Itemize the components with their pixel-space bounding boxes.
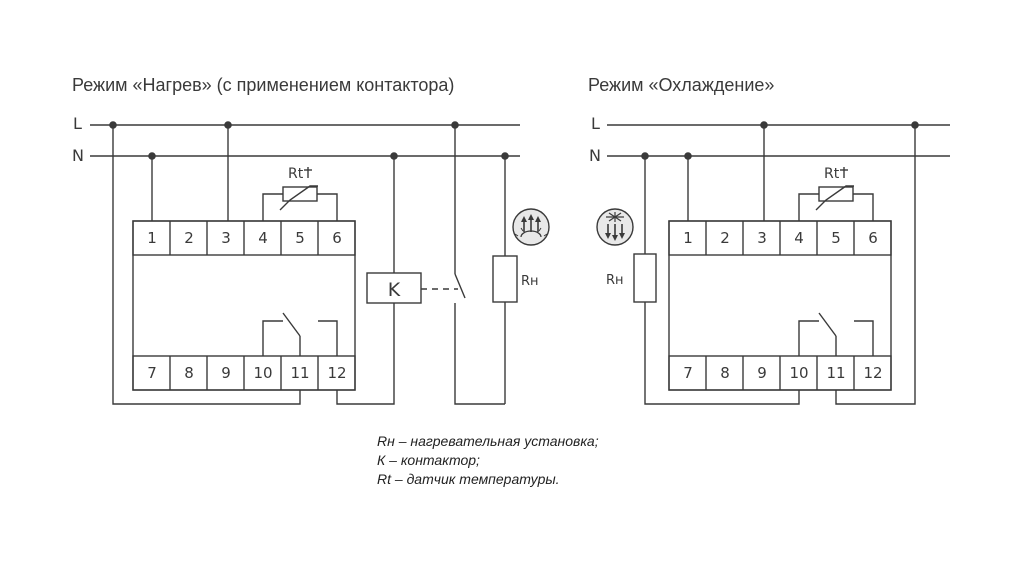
contactor-label: K bbox=[388, 279, 401, 301]
cooling-junction-dots bbox=[641, 121, 919, 160]
heating-junction-dots bbox=[109, 121, 509, 160]
cooling-terminal-10: 10 bbox=[789, 364, 808, 382]
cooling-terminal-6: 6 bbox=[868, 229, 878, 247]
heating-terminal-2: 2 bbox=[184, 229, 194, 247]
cooling-diagram: Режим «Охлаждение» L N 1 2 3 4 5 6 bbox=[588, 75, 950, 405]
heating-heater-label: Rн bbox=[521, 274, 539, 289]
legend-item-heater: Rн – нагревательная установка; bbox=[377, 433, 599, 449]
heating-terminal-3: 3 bbox=[221, 229, 231, 247]
heating-terminal-9: 9 bbox=[221, 364, 231, 382]
heating-terminal-11: 11 bbox=[290, 364, 309, 382]
heating-terminal-12: 12 bbox=[327, 364, 346, 382]
legend-item-contactor: К – контактор; bbox=[377, 452, 480, 468]
contactor-contact bbox=[454, 125, 505, 405]
cooling-terminal-3: 3 bbox=[757, 229, 767, 247]
heating-mode-icon bbox=[512, 208, 550, 246]
contactor-coil: K bbox=[366, 272, 422, 304]
cooling-mode-icon bbox=[596, 208, 634, 246]
cooling-wire-heater-to-10 bbox=[644, 302, 800, 405]
cooling-heater: Rн bbox=[606, 253, 657, 303]
heating-heater: Rн bbox=[492, 255, 539, 303]
heating-terminal-5: 5 bbox=[295, 229, 305, 247]
cooling-wire-11-to-l bbox=[835, 125, 916, 405]
cooling-relay-contact bbox=[798, 312, 874, 356]
heating-terminal-4: 4 bbox=[258, 229, 268, 247]
cooling-rail-l-label: L bbox=[591, 114, 600, 133]
cooling-terminal-7: 7 bbox=[683, 364, 693, 382]
legend: Rн – нагревательная установка; К – конта… bbox=[377, 432, 599, 489]
heating-wire-l-to-11 bbox=[112, 125, 301, 405]
cooling-terminal-12: 12 bbox=[863, 364, 882, 382]
cooling-terminal-8: 8 bbox=[720, 364, 730, 382]
heating-rail-n-label: N bbox=[72, 146, 84, 165]
heating-terminal-6: 6 bbox=[332, 229, 342, 247]
heating-rail-l-label: L bbox=[73, 114, 82, 133]
cooling-terminal-2: 2 bbox=[720, 229, 730, 247]
cooling-title: Режим «Охлаждение» bbox=[588, 75, 774, 95]
legend-item-sensor: Rt – датчик температуры. bbox=[377, 471, 560, 487]
heating-diagram: Режим «Нагрев» (с применением контактора… bbox=[72, 75, 550, 405]
cooling-terminal-9: 9 bbox=[757, 364, 767, 382]
cooling-terminal-4: 4 bbox=[794, 229, 804, 247]
heating-sensor-rt: Rt bbox=[262, 166, 338, 221]
cooling-terminal-11: 11 bbox=[826, 364, 845, 382]
heating-terminal-7: 7 bbox=[147, 364, 157, 382]
cooling-terminal-5: 5 bbox=[831, 229, 841, 247]
cooling-terminal-1: 1 bbox=[683, 229, 693, 247]
heating-terminal-8: 8 bbox=[184, 364, 194, 382]
heating-title: Режим «Нагрев» (с применением контактора… bbox=[72, 75, 454, 95]
heating-terminal-10: 10 bbox=[253, 364, 272, 382]
cooling-heater-label: Rн bbox=[606, 273, 624, 288]
cooling-rail-n-label: N bbox=[589, 146, 601, 165]
heating-wire-12-to-coil bbox=[336, 303, 395, 405]
cooling-sensor-label: Rt bbox=[824, 166, 840, 182]
heating-sensor-label: Rt bbox=[288, 166, 304, 182]
heating-relay-contact bbox=[262, 312, 338, 356]
cooling-sensor-rt: Rt bbox=[798, 166, 874, 221]
heating-terminal-1: 1 bbox=[147, 229, 157, 247]
